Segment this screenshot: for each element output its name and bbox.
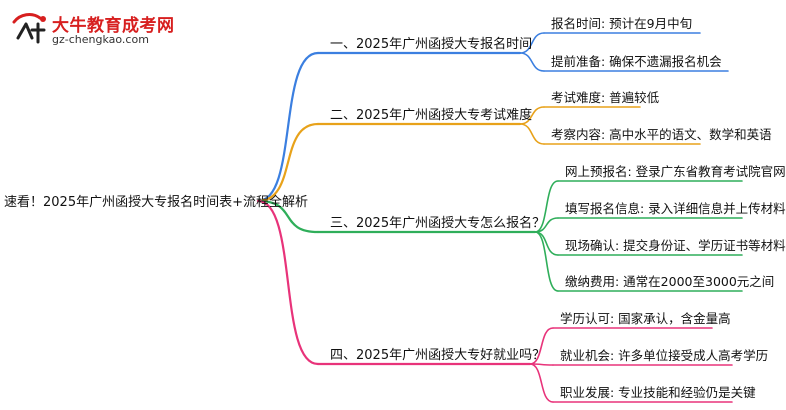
leaf-4-1-connector: [529, 327, 554, 365]
leaf-3-2: 填写报名信息: 录入详细信息并上传材料: [565, 201, 786, 216]
branch-2-label: 二、2025年广州函授大专考试难度: [330, 108, 533, 123]
branch-4-label: 四、2025年广州函授大专好就业吗？: [330, 348, 546, 363]
logo: 大牛教育成考网 gz-chengkao.com: [8, 8, 175, 50]
leaf-3-3: 现场确认: 提交身份证、学历证书等材料: [565, 238, 786, 253]
leaf-1-2-connector: [519, 52, 545, 72]
leaf-2-1-connector: [519, 106, 545, 125]
leaf-4-1: 学历认可: 国家承认，含金量高: [560, 311, 731, 326]
leaf-3-4: 缴纳费用: 通常在2000至3000元之间: [565, 274, 775, 289]
branch-2-connector: [256, 122, 320, 203]
leaf-2-1: 考试难度: 普遍较低: [551, 90, 660, 105]
logo-mark-icon: [12, 13, 46, 44]
branch-3-connector: [256, 199, 320, 234]
leaf-2-2-connector: [519, 123, 545, 145]
branch-1-connector: [256, 51, 320, 203]
root-topic: 速看！2025年广州函授大专报名时间表+流程全解析: [4, 195, 308, 210]
leaf-3-3-connector: [534, 231, 559, 256]
branch-4-connector: [256, 199, 320, 366]
branch-1-label: 一、2025年广州函授大专报名时间: [330, 37, 533, 52]
branch-3-label: 三、2025年广州函授大专怎么报名？: [330, 216, 546, 231]
leaf-1-2: 提前准备: 确保不遗漏报名机会: [551, 54, 722, 69]
leaf-4-2: 就业机会: 许多单位接受成人高考学历: [560, 348, 769, 363]
leaf-2-2: 考察内容: 高中水平的语文、数学和英语: [551, 127, 772, 142]
logo-title: 大牛教育成考网: [52, 16, 175, 36]
leaf-3-1-connector: [534, 180, 559, 233]
leaf-3-4-connector: [534, 231, 559, 292]
leaf-1-1: 报名时间: 预计在9月中旬: [551, 16, 693, 31]
logo-url: gz-chengkao.com: [52, 33, 149, 46]
leaf-4-3-connector: [529, 363, 554, 403]
leaf-1-1-connector: [519, 32, 545, 54]
leaf-3-1: 网上预报名: 登录广东省教育考试院官网: [565, 164, 786, 179]
mindmap-connectors: [256, 32, 743, 403]
leaf-4-3: 职业发展: 专业技能和经验仍是关键: [560, 385, 756, 400]
